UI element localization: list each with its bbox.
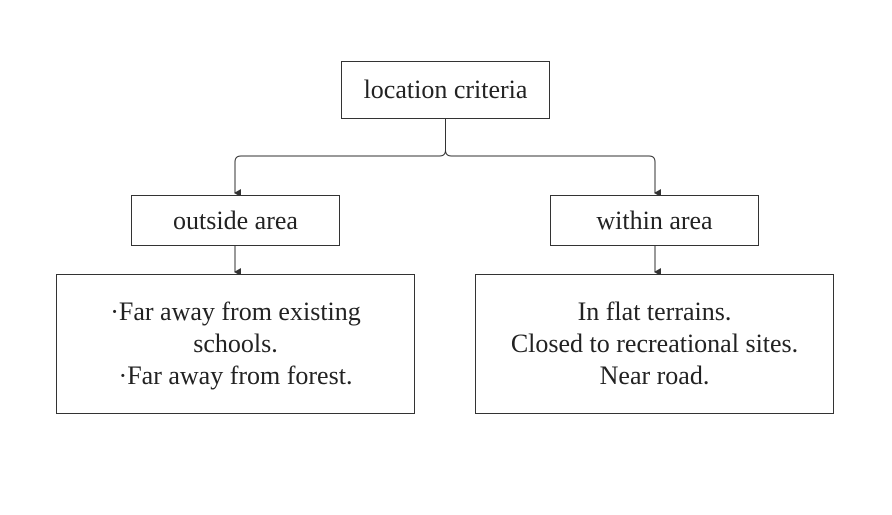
outside-area-detail-line: ·Far away from forest. [118,361,353,390]
connector-root-to-right [445,149,661,197]
within-area-label: within area [596,205,713,235]
outside-area-label: outside area [173,205,298,235]
outside-area-node: outside area [131,195,340,246]
within-area-detail-line: Near road. [599,361,710,390]
within-area-detail-line: Closed to recreational sites. [510,329,799,358]
outside-area-detail-line: schools. [193,329,278,358]
outside-area-detail-box: ·Far away from existing schools. ·Far aw… [56,274,415,414]
root-node: location criteria [341,61,550,119]
outside-area-detail-line: ·Far away from existing [110,297,361,326]
connector-root-stem [234,119,446,197]
within-area-detail-line: In flat terrains. [577,297,732,326]
root-node-label: location criteria [363,75,528,104]
within-area-detail-box: In flat terrains. Closed to recreational… [475,274,834,414]
within-area-node: within area [550,195,759,246]
